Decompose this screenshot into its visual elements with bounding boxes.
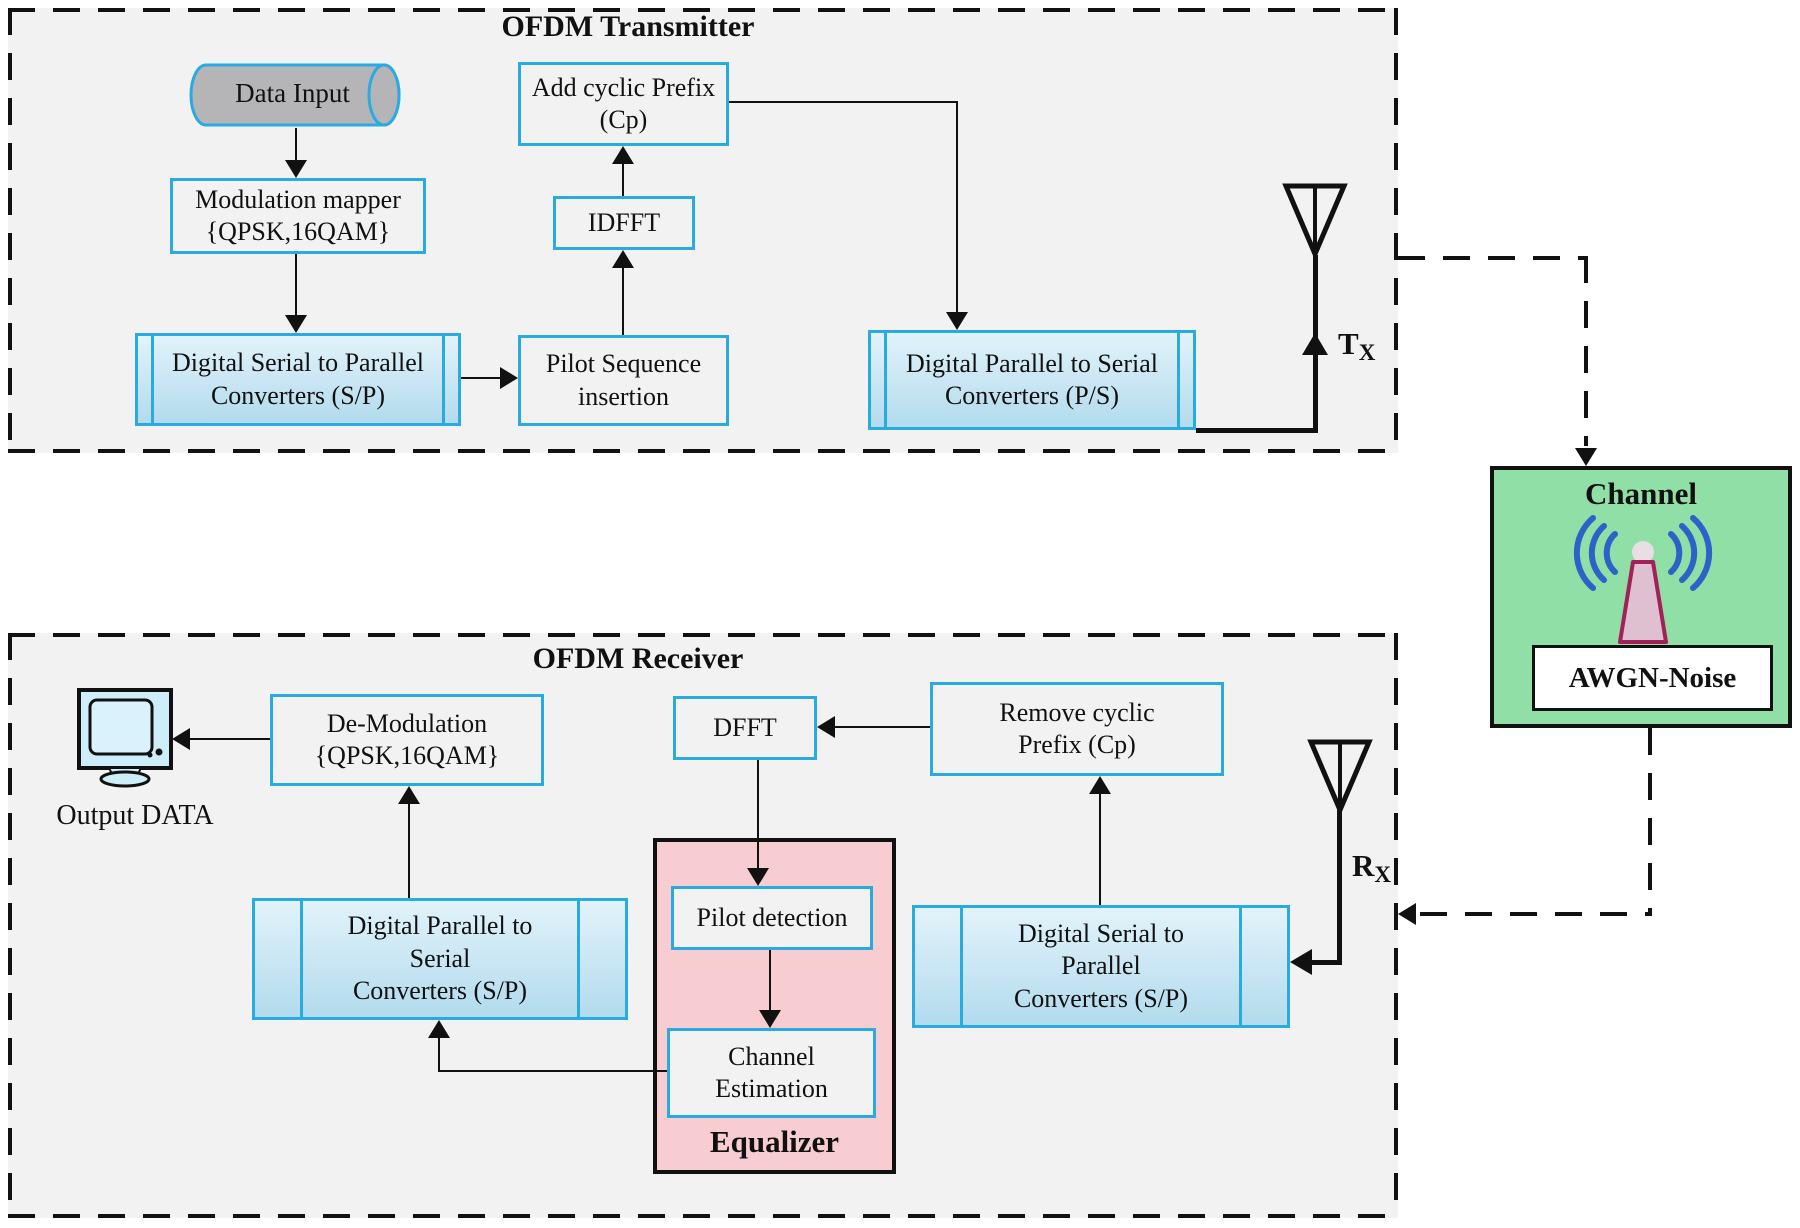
arrow-idfft-to-cp: [622, 164, 624, 196]
block-left-cell: [915, 908, 963, 1025]
receiver-title: OFDM Receiver: [532, 642, 744, 675]
serial-to-parallel-rx-block: Digital Serial to Parallel Converters (S…: [912, 905, 1290, 1028]
demodulation-block: De-Modulation {QPSK,16QAM}: [270, 694, 544, 786]
block-right-cell: [1177, 333, 1193, 427]
arrowhead: [946, 312, 968, 330]
arrowhead: [1398, 903, 1416, 925]
channel-estimation-block: Channel Estimation: [667, 1028, 876, 1118]
tx-letter: T: [1338, 326, 1359, 361]
remove-cyclic-prefix-block: Remove cyclic Prefix (Cp): [930, 682, 1224, 776]
block-left-cell: [138, 336, 154, 423]
rx-label: RX: [1352, 848, 1391, 888]
arrow-datainput-to-mapper: [295, 128, 297, 162]
serial-to-parallel-label: Digital Serial to Parallel Converters (S…: [172, 348, 424, 410]
arrowhead: [817, 716, 835, 738]
transmitter-border-bottom: [8, 449, 1398, 453]
pilot-detection-block: Pilot detection: [671, 886, 873, 950]
arrowhead: [1575, 448, 1597, 466]
connector-channel-to-rx-h: [1420, 912, 1652, 916]
rx-subscript: X: [1374, 862, 1392, 887]
arrowhead: [172, 728, 190, 750]
line-ps-to-antenna: [1196, 428, 1318, 433]
arrow-removecp-to-dfft: [835, 726, 930, 728]
add-cyclic-prefix-block: Add cyclic Prefix (Cp): [518, 62, 729, 146]
block-left-cell: [255, 901, 303, 1017]
arrowhead: [747, 868, 769, 886]
connector-channel-to-rx-v: [1648, 728, 1652, 916]
transmitter-border-right: [1394, 8, 1398, 453]
data-input-label: Data Input: [235, 78, 350, 108]
idfft-block: IDFFT: [553, 196, 695, 250]
parallel-to-serial-label: Digital Parallel to Serial Converters (P…: [906, 348, 1158, 411]
arrowhead: [612, 146, 634, 164]
arrowhead: [500, 367, 518, 389]
parallel-to-serial-block: Digital Parallel to Serial Converters (P…: [868, 330, 1196, 430]
arrow-pilotdetect-to-chest: [769, 950, 771, 1010]
rx-letter: R: [1352, 848, 1375, 883]
tx-label: TX: [1338, 326, 1375, 366]
equalizer-label: Equalizer: [709, 1124, 840, 1159]
arrow-pilot-to-idfft: [622, 268, 624, 335]
transmitter-border-top: [8, 8, 1398, 12]
transmitter-title: OFDM Transmitter: [501, 10, 755, 43]
radio-tower-icon: [1563, 508, 1723, 648]
connector-tx-to-channel-v: [1584, 256, 1588, 446]
arrowhead: [398, 786, 420, 804]
block-right-cell: [442, 336, 458, 423]
monitor-icon: [75, 686, 185, 788]
serial-to-parallel-block: Digital Serial to Parallel Converters (S…: [135, 333, 461, 426]
receiver-border-left: [8, 633, 12, 1218]
block-left-cell: [871, 333, 887, 427]
arrowhead: [612, 250, 634, 268]
arrowhead: [759, 1010, 781, 1028]
rx-antenna-icon: [1305, 738, 1375, 817]
output-data-label: Output DATA: [56, 800, 214, 831]
line-chest-to-ps-h: [438, 1070, 667, 1072]
pilot-insertion-block: Pilot Sequence insertion: [518, 335, 729, 426]
line-antenna-to-sp: [1304, 960, 1342, 965]
arrowhead: [1302, 333, 1328, 355]
receiver-border-right: [1394, 633, 1398, 1218]
arrow-dfft-to-pilotdetect: [757, 760, 759, 868]
arrowhead: [428, 1020, 450, 1038]
dfft-block: DFFT: [673, 696, 817, 760]
parallel-to-serial-rx-label: Digital Parallel to Serial Converters (S…: [347, 911, 533, 1006]
channel-title: Channel: [1585, 476, 1697, 511]
transmitter-border-left: [8, 8, 12, 453]
parallel-to-serial-rx-block: Digital Parallel to Serial Converters (S…: [252, 898, 628, 1020]
receiver-border-top: [8, 633, 1398, 637]
awgn-noise-box: AWGN-Noise: [1532, 645, 1773, 711]
line-cp-to-ps: [729, 101, 958, 103]
data-input-cylinder-icon: [188, 62, 414, 128]
line-chest-to-ps-v: [438, 1038, 440, 1072]
arrow-demod-to-monitor: [190, 738, 270, 740]
block-right-cell: [577, 901, 625, 1017]
arrow-sp-to-removecp: [1099, 794, 1101, 905]
arrow-mapper-to-sp: [295, 254, 297, 315]
modulation-mapper-block: Modulation mapper {QPSK,16QAM}: [170, 178, 426, 254]
serial-to-parallel-rx-label: Digital Serial to Parallel Converters (S…: [1013, 918, 1189, 1013]
arrowhead: [1290, 949, 1312, 975]
line-cp-to-ps-down: [956, 101, 958, 313]
arrowhead: [285, 160, 307, 178]
arrow-ps-to-demod: [408, 804, 410, 898]
block-right-cell: [1239, 908, 1287, 1025]
rx-antenna-stem: [1337, 810, 1342, 965]
receiver-border-bottom: [8, 1214, 1398, 1218]
tx-antenna-icon: [1280, 182, 1350, 261]
arrowhead: [285, 315, 307, 333]
tx-subscript: X: [1358, 340, 1376, 365]
connector-tx-to-channel-h: [1398, 256, 1588, 260]
arrow-sp-to-pilot: [461, 377, 500, 379]
arrowhead: [1089, 776, 1111, 794]
